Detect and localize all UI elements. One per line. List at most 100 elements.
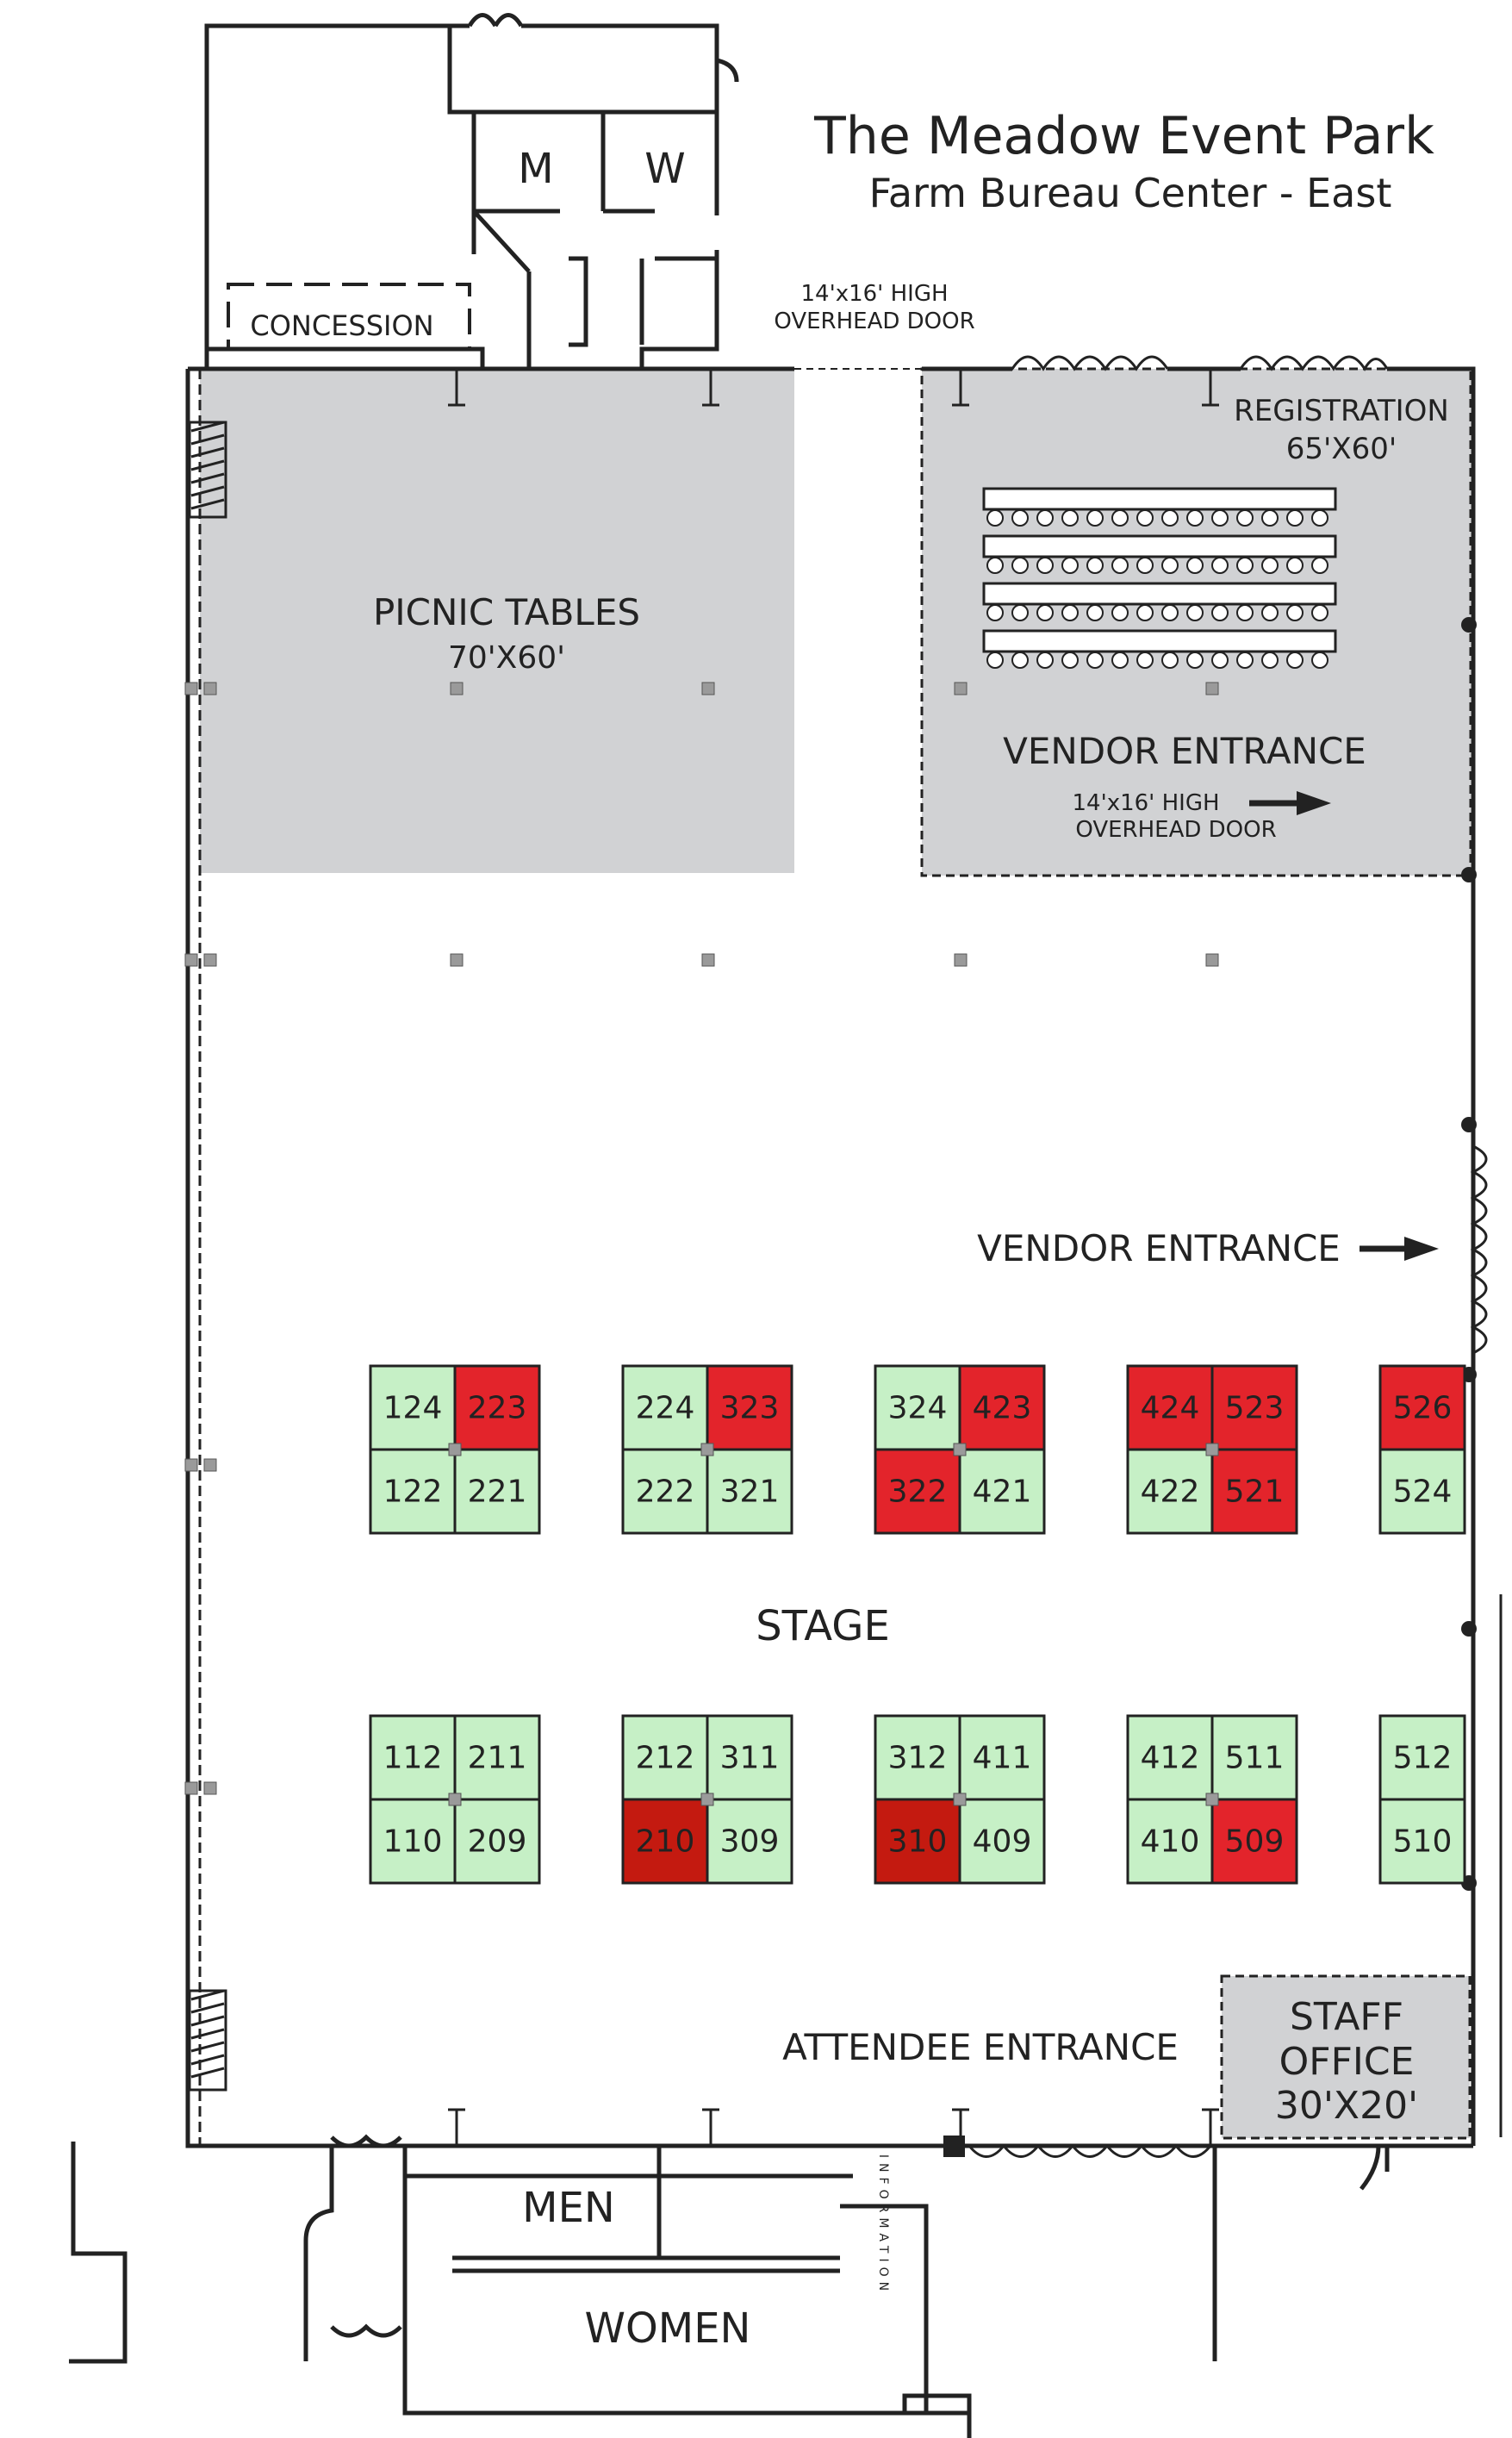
stair-south: [188, 1989, 227, 2092]
booth-label: 412: [1141, 1741, 1200, 1776]
vendor-entrance-side-label: VENDOR ENTRANCE: [977, 1227, 1341, 1269]
booth-312[interactable]: [874, 1714, 961, 1801]
booth-521[interactable]: [1210, 1448, 1298, 1535]
booth-211[interactable]: [453, 1714, 541, 1801]
chair: [1011, 509, 1029, 527]
pillar: [448, 1793, 462, 1806]
chair: [1061, 604, 1079, 621]
chair: [1211, 652, 1229, 669]
registration-area[interactable]: [922, 369, 1471, 876]
staff-office-label-1: STAFF: [1290, 1995, 1403, 2039]
chair: [1036, 509, 1054, 527]
chair: [1311, 557, 1328, 574]
chair: [986, 604, 1004, 621]
chair: [1211, 604, 1229, 621]
booth-210[interactable]: [621, 1798, 709, 1885]
booth-423[interactable]: [958, 1364, 1046, 1451]
booth-label: 421: [973, 1475, 1032, 1510]
chair: [1261, 652, 1279, 669]
booth-524[interactable]: [1378, 1448, 1466, 1535]
chair: [1011, 652, 1029, 669]
booth-label: 210: [636, 1824, 695, 1860]
booth-label: 209: [468, 1824, 527, 1860]
chair: [1161, 509, 1179, 527]
booth-label: 311: [720, 1741, 780, 1776]
booth-323[interactable]: [706, 1364, 793, 1451]
booth-label: 424: [1141, 1391, 1200, 1426]
chair: [1136, 509, 1154, 527]
booth-512[interactable]: [1378, 1714, 1466, 1801]
chair: [1111, 652, 1129, 669]
booth-label: 523: [1225, 1391, 1285, 1426]
booth-label: 321: [720, 1475, 780, 1510]
east-wall-joints[interactable]: [1461, 617, 1477, 1891]
booth-label: 423: [973, 1391, 1032, 1426]
chair: [1086, 604, 1104, 621]
booth-511[interactable]: [1210, 1714, 1298, 1801]
booth-412[interactable]: [1126, 1714, 1214, 1801]
chair: [1186, 652, 1204, 669]
men-restroom-label: MEN: [522, 2184, 615, 2232]
chair: [1061, 652, 1079, 669]
chair: [1261, 557, 1279, 574]
booth-label: 212: [636, 1741, 695, 1776]
chair: [1136, 652, 1154, 669]
pillar: [1205, 1443, 1219, 1456]
booth-212[interactable]: [621, 1714, 709, 1801]
booth-label: 322: [888, 1475, 948, 1510]
registration-chairs: [986, 509, 1328, 669]
chair: [1286, 509, 1304, 527]
vendor-entrance-upper-label: VENDOR ENTRANCE: [1003, 730, 1366, 772]
restroom-m-label: M: [518, 145, 553, 193]
chair: [1311, 604, 1328, 621]
north-door-label: OVERHEAD DOOR: [774, 309, 974, 334]
staff-office-area[interactable]: [1220, 1974, 1472, 2140]
vendor-door-size: 14'x16' HIGH: [1072, 790, 1219, 816]
booth-label: 510: [1393, 1824, 1453, 1860]
booth-410[interactable]: [1126, 1798, 1214, 1885]
booth-label: 224: [636, 1391, 695, 1426]
booth-label: 112: [383, 1741, 443, 1776]
chair: [1036, 652, 1054, 669]
booth-311[interactable]: [706, 1714, 793, 1801]
booth-label: 324: [888, 1391, 948, 1426]
booth-309[interactable]: [706, 1798, 793, 1885]
picnic-tables-area[interactable]: [200, 369, 794, 873]
south-entrance-doors[interactable]: [968, 2143, 1212, 2158]
booth-221[interactable]: [453, 1448, 541, 1535]
chair: [1186, 509, 1204, 527]
registration-tables: [982, 487, 1337, 653]
booth-224[interactable]: [621, 1364, 709, 1451]
chair: [986, 557, 1004, 574]
booth-label: 411: [973, 1741, 1032, 1776]
top-annex-walls: [204, 13, 739, 369]
booth-label: 511: [1225, 1741, 1285, 1776]
booth-110[interactable]: [369, 1798, 457, 1885]
chair: [1236, 557, 1254, 574]
pillar: [1205, 1793, 1219, 1806]
booth-label: 422: [1141, 1475, 1200, 1510]
booth-411[interactable]: [958, 1714, 1046, 1801]
pillar: [953, 1443, 967, 1456]
information-desk-label: INFORMATION: [876, 2154, 890, 2296]
booth-321[interactable]: [706, 1448, 793, 1535]
booth-label: 323: [720, 1391, 780, 1426]
vendor-door-label: OVERHEAD DOOR: [1075, 817, 1276, 843]
booth-409[interactable]: [958, 1798, 1046, 1885]
map-subtitle: Farm Bureau Center - East: [869, 170, 1392, 216]
chair: [1161, 557, 1179, 574]
booth-424[interactable]: [1126, 1364, 1214, 1451]
booth-421[interactable]: [958, 1448, 1046, 1535]
registration-label: REGISTRATION: [1234, 394, 1449, 428]
booth-422[interactable]: [1126, 1448, 1214, 1535]
booth-209[interactable]: [453, 1798, 541, 1885]
booth-222[interactable]: [621, 1448, 709, 1535]
booth-label: 524: [1393, 1475, 1453, 1510]
chair: [1186, 604, 1204, 621]
booth-label: 122: [383, 1475, 443, 1510]
booth-label: 521: [1225, 1475, 1285, 1510]
booth-509[interactable]: [1210, 1798, 1298, 1885]
chair: [986, 509, 1004, 527]
chair: [1236, 652, 1254, 669]
booth-510[interactable]: [1378, 1798, 1466, 1885]
